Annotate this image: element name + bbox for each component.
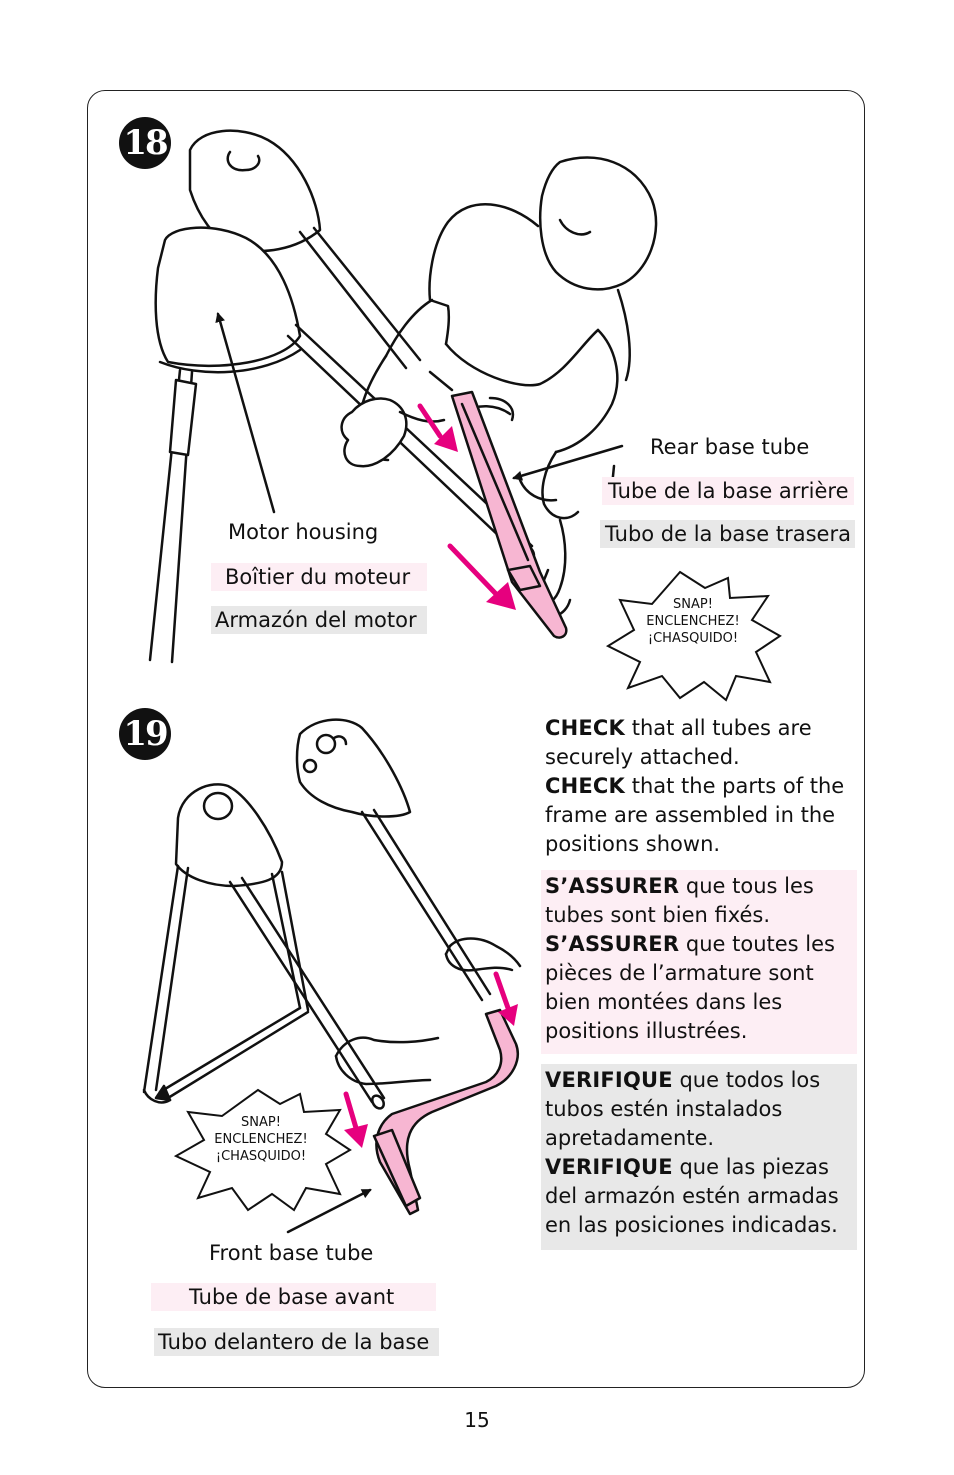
instruction-panel [87,90,865,1388]
step-18-badge: 18 [119,117,171,169]
check-text-en: CHECK that all tubes are securely attach… [545,716,845,856]
rear-base-tube-label-es: Tubo de la base trasera [600,520,855,548]
step18-snap-text: SNAP! ENCLENCHEZ! ¡CHASQUIDO! [646,597,740,646]
step19-snap-burst [173,1088,352,1212]
check-text-es: VERIFIQUE que todos los tubos estén inst… [541,1064,857,1250]
front-base-tube-label-es: Tubo delantero de la base [154,1328,439,1356]
rear-base-tube-label-en: Rear base tube [650,435,810,459]
check-text-fr: S’ASSURER que tous les tubes sont bien f… [541,870,857,1054]
step18-frame-illustration [148,129,658,664]
page-number: 15 [464,1408,490,1432]
step19-motion-arrows [343,971,518,1148]
step19-frame-illustration [142,718,522,1234]
motor-housing-label-fr: Boîtier du moteur [211,563,427,591]
motor-housing-label-es: Armazón del motor [211,606,427,634]
front-base-tube-label-fr: Tube de base avant [151,1283,436,1311]
step18-snap-burst [605,570,782,702]
rear-base-tube-label-fr: Tube de la base arrière [602,477,854,505]
step19-snap-text: SNAP! ENCLENCHEZ! ¡CHASQUIDO! [214,1115,308,1164]
front-base-tube-label-en: Front base tube [209,1241,374,1265]
step-19-badge: 19 [119,708,171,760]
step18-motion-arrows [417,403,516,610]
motor-housing-label-en: Motor housing [228,520,379,544]
